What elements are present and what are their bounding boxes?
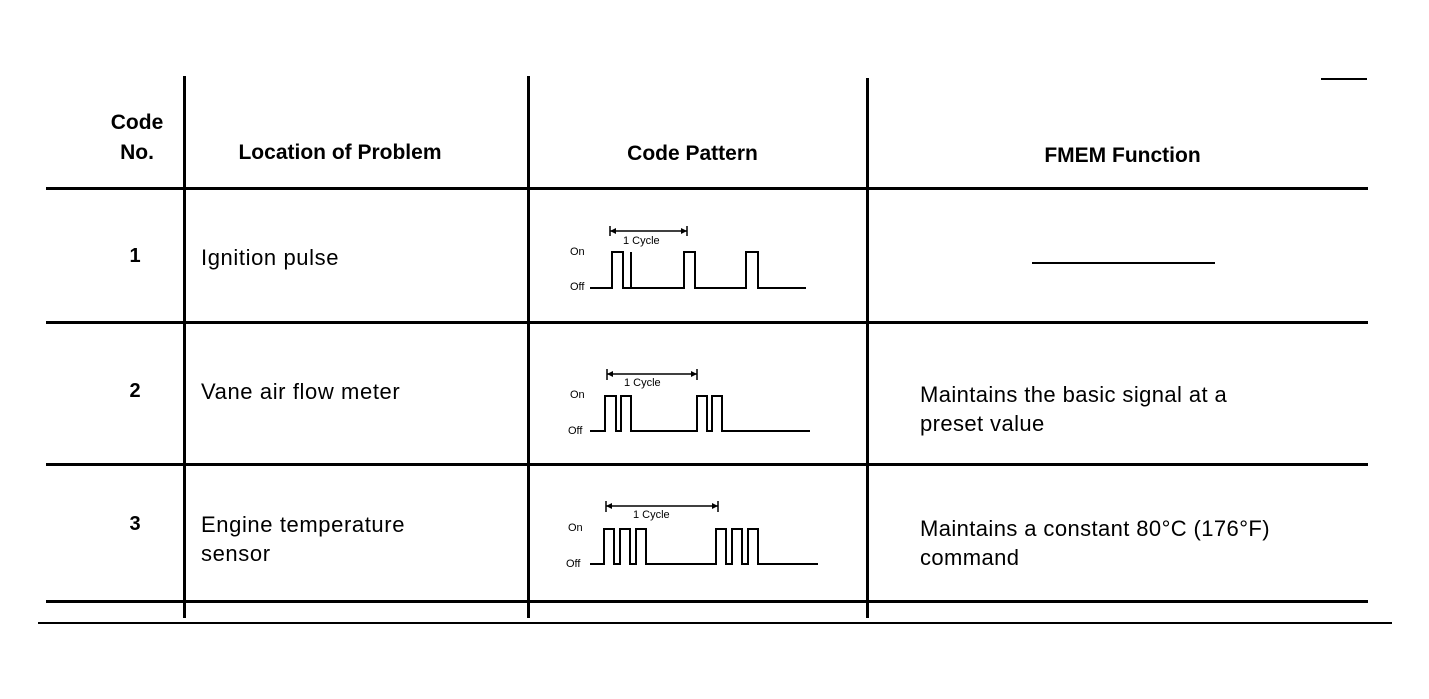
row-2-fmem: Maintains the basic signal at a preset v…: [920, 380, 1227, 438]
cycle-arrow-left: [610, 228, 616, 234]
row-1-fmem-none-dash: [1032, 262, 1215, 264]
row-2-fmem-line2: preset value: [920, 411, 1045, 436]
off-label: Off: [570, 281, 585, 293]
row-1-location-line1: Ignition pulse: [201, 245, 340, 270]
row-3-location-line1: Engine temperature: [201, 512, 406, 537]
row-3-fmem-line2: command: [920, 545, 1020, 570]
cycle-arrow-right: [691, 371, 697, 377]
row-1-bottom-rule: [46, 321, 1368, 324]
page-bottom-rule: [38, 622, 1392, 624]
header-bottom-rule: [46, 187, 1368, 190]
on-label: On: [568, 522, 583, 534]
column-divider-2: [527, 76, 530, 618]
row-3-code-pattern: 1 Cycle On Off: [566, 496, 826, 570]
column-divider-1: [183, 76, 186, 618]
on-label: On: [570, 246, 585, 258]
row-3-bottom-rule: [46, 600, 1368, 603]
header-code-no: Code No.: [96, 108, 178, 168]
row-1-code-pattern: 1 Cycle On Off: [566, 222, 816, 296]
row-3-fmem-line1: Maintains a constant 80°C (176°F): [920, 516, 1270, 541]
row-2-code-pattern: 1 Cycle On Off: [566, 364, 816, 438]
cycle-label: 1 Cycle: [624, 377, 661, 389]
row-1-location: Ignition pulse: [201, 243, 339, 272]
row-1-code: 1: [129, 245, 141, 267]
off-label: Off: [568, 425, 583, 437]
row-3-location: Engine temperature sensor: [201, 510, 405, 568]
header-location: Location of Problem: [238, 141, 442, 164]
cycle-arrow-left: [606, 503, 612, 509]
header-code-pattern: Code Pattern: [627, 142, 758, 165]
header-code-line1: Code: [110, 111, 164, 134]
row-3-fmem: Maintains a constant 80°C (176°F) comman…: [920, 514, 1270, 572]
top-right-rule: [1321, 78, 1367, 80]
header-fmem-function: FMEM Function: [1044, 144, 1201, 167]
cycle-arrow-right: [681, 228, 687, 234]
signal-waveform: [590, 395, 810, 432]
header-code-line2: No.: [120, 141, 154, 164]
row-3-location-line2: sensor: [201, 541, 271, 566]
row-3-code: 3: [129, 513, 141, 535]
row-2-bottom-rule: [46, 463, 1368, 466]
column-divider-3: [866, 78, 869, 618]
signal-waveform: [590, 251, 806, 289]
row-2-location: Vane air flow meter: [201, 377, 400, 406]
row-2-code: 2: [129, 380, 141, 402]
off-label: Off: [566, 558, 581, 570]
row-2-location-line1: Vane air flow meter: [201, 379, 401, 404]
cycle-arrow-left: [607, 371, 613, 377]
cycle-arrow-right: [712, 503, 718, 509]
cycle-label: 1 Cycle: [623, 235, 660, 247]
signal-waveform: [590, 528, 818, 565]
cycle-label: 1 Cycle: [633, 509, 670, 521]
row-2-fmem-line1: Maintains the basic signal at a: [920, 382, 1228, 407]
on-label: On: [570, 389, 585, 401]
